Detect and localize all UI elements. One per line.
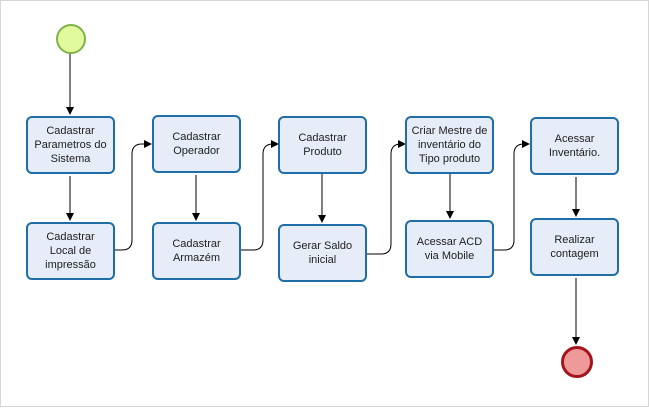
task-label: Realizar contagem xyxy=(550,233,598,261)
task-label-line: Inventário. xyxy=(548,147,601,159)
task-label-line: Produto xyxy=(303,146,342,158)
flow-cadastrar-armazem-to-cadastrar-produto xyxy=(240,140,279,251)
task-criar-mestre[interactable]: Criar Mestre de inventário do Tipo produ… xyxy=(405,116,494,174)
task-acessar-acd[interactable]: Acessar ACD via Mobile xyxy=(405,220,494,278)
task-label-line: Criar Mestre de xyxy=(411,125,488,137)
task-realizar-contagem[interactable]: Realizar contagem xyxy=(530,218,619,276)
task-cadastrar-local[interactable]: Cadastrar Local de impressão xyxy=(26,222,115,280)
task-label-line: via Mobile xyxy=(424,250,475,262)
task-label: Criar Mestre de inventário do Tipo produ… xyxy=(412,124,488,166)
task-label-line: Tipo produto xyxy=(418,153,481,165)
task-label-line: Cadastrar xyxy=(46,125,95,137)
task-label: Cadastrar Armazém xyxy=(172,237,220,265)
task-label: Cadastrar Parametros do Sistema xyxy=(34,124,106,166)
task-label-line: Sistema xyxy=(50,153,91,165)
task-label-line: Cadastrar xyxy=(172,131,221,143)
start-event xyxy=(56,24,86,54)
end-event xyxy=(561,346,593,378)
task-label-line: Armazém xyxy=(172,252,221,264)
task-label-line: contagem xyxy=(550,248,599,260)
task-cadastrar-operador[interactable]: Cadastrar Operador xyxy=(152,115,241,173)
task-cadastrar-parametros[interactable]: Cadastrar Parametros do Sistema xyxy=(26,116,115,174)
task-label: Acessar Inventário. xyxy=(549,132,600,160)
task-label-line: Local de xyxy=(49,245,92,257)
task-label-line: inventário do xyxy=(417,139,481,151)
task-label-line: Parametros do xyxy=(34,139,107,151)
task-cadastrar-produto[interactable]: Cadastrar Produto xyxy=(278,116,367,174)
task-label-line: Realizar xyxy=(554,234,595,246)
task-label-line: Operador xyxy=(173,145,220,157)
task-label-line: Cadastrar xyxy=(172,238,221,250)
task-label-line: inicial xyxy=(308,254,337,266)
task-label-line: Cadastrar xyxy=(298,132,347,144)
task-acessar-inventario[interactable]: Acessar Inventário. xyxy=(530,117,619,175)
task-label: Cadastrar Operador xyxy=(172,130,220,158)
task-label-line: Acessar xyxy=(554,133,595,145)
task-gerar-saldo[interactable]: Gerar Saldo inicial xyxy=(278,224,367,282)
task-label: Gerar Saldo inicial xyxy=(293,239,352,267)
task-label-line: impressão xyxy=(45,259,96,271)
task-label-line: Gerar Saldo xyxy=(292,240,353,252)
flow-cadastrar-local-to-cadastrar-operador xyxy=(114,140,152,251)
task-label: Cadastrar Local de impressão xyxy=(45,230,96,272)
flow-gerar-saldo-to-criar-mestre xyxy=(367,140,406,255)
task-label-line: Acessar ACD xyxy=(416,236,483,248)
task-label-line: Cadastrar xyxy=(46,231,95,243)
task-label: Cadastrar Produto xyxy=(298,131,346,159)
task-label: Acessar ACD via Mobile xyxy=(417,235,482,263)
task-cadastrar-armazem[interactable]: Cadastrar Armazém xyxy=(152,222,241,280)
flow-acessar-acd-to-acessar-inventario xyxy=(494,140,530,251)
